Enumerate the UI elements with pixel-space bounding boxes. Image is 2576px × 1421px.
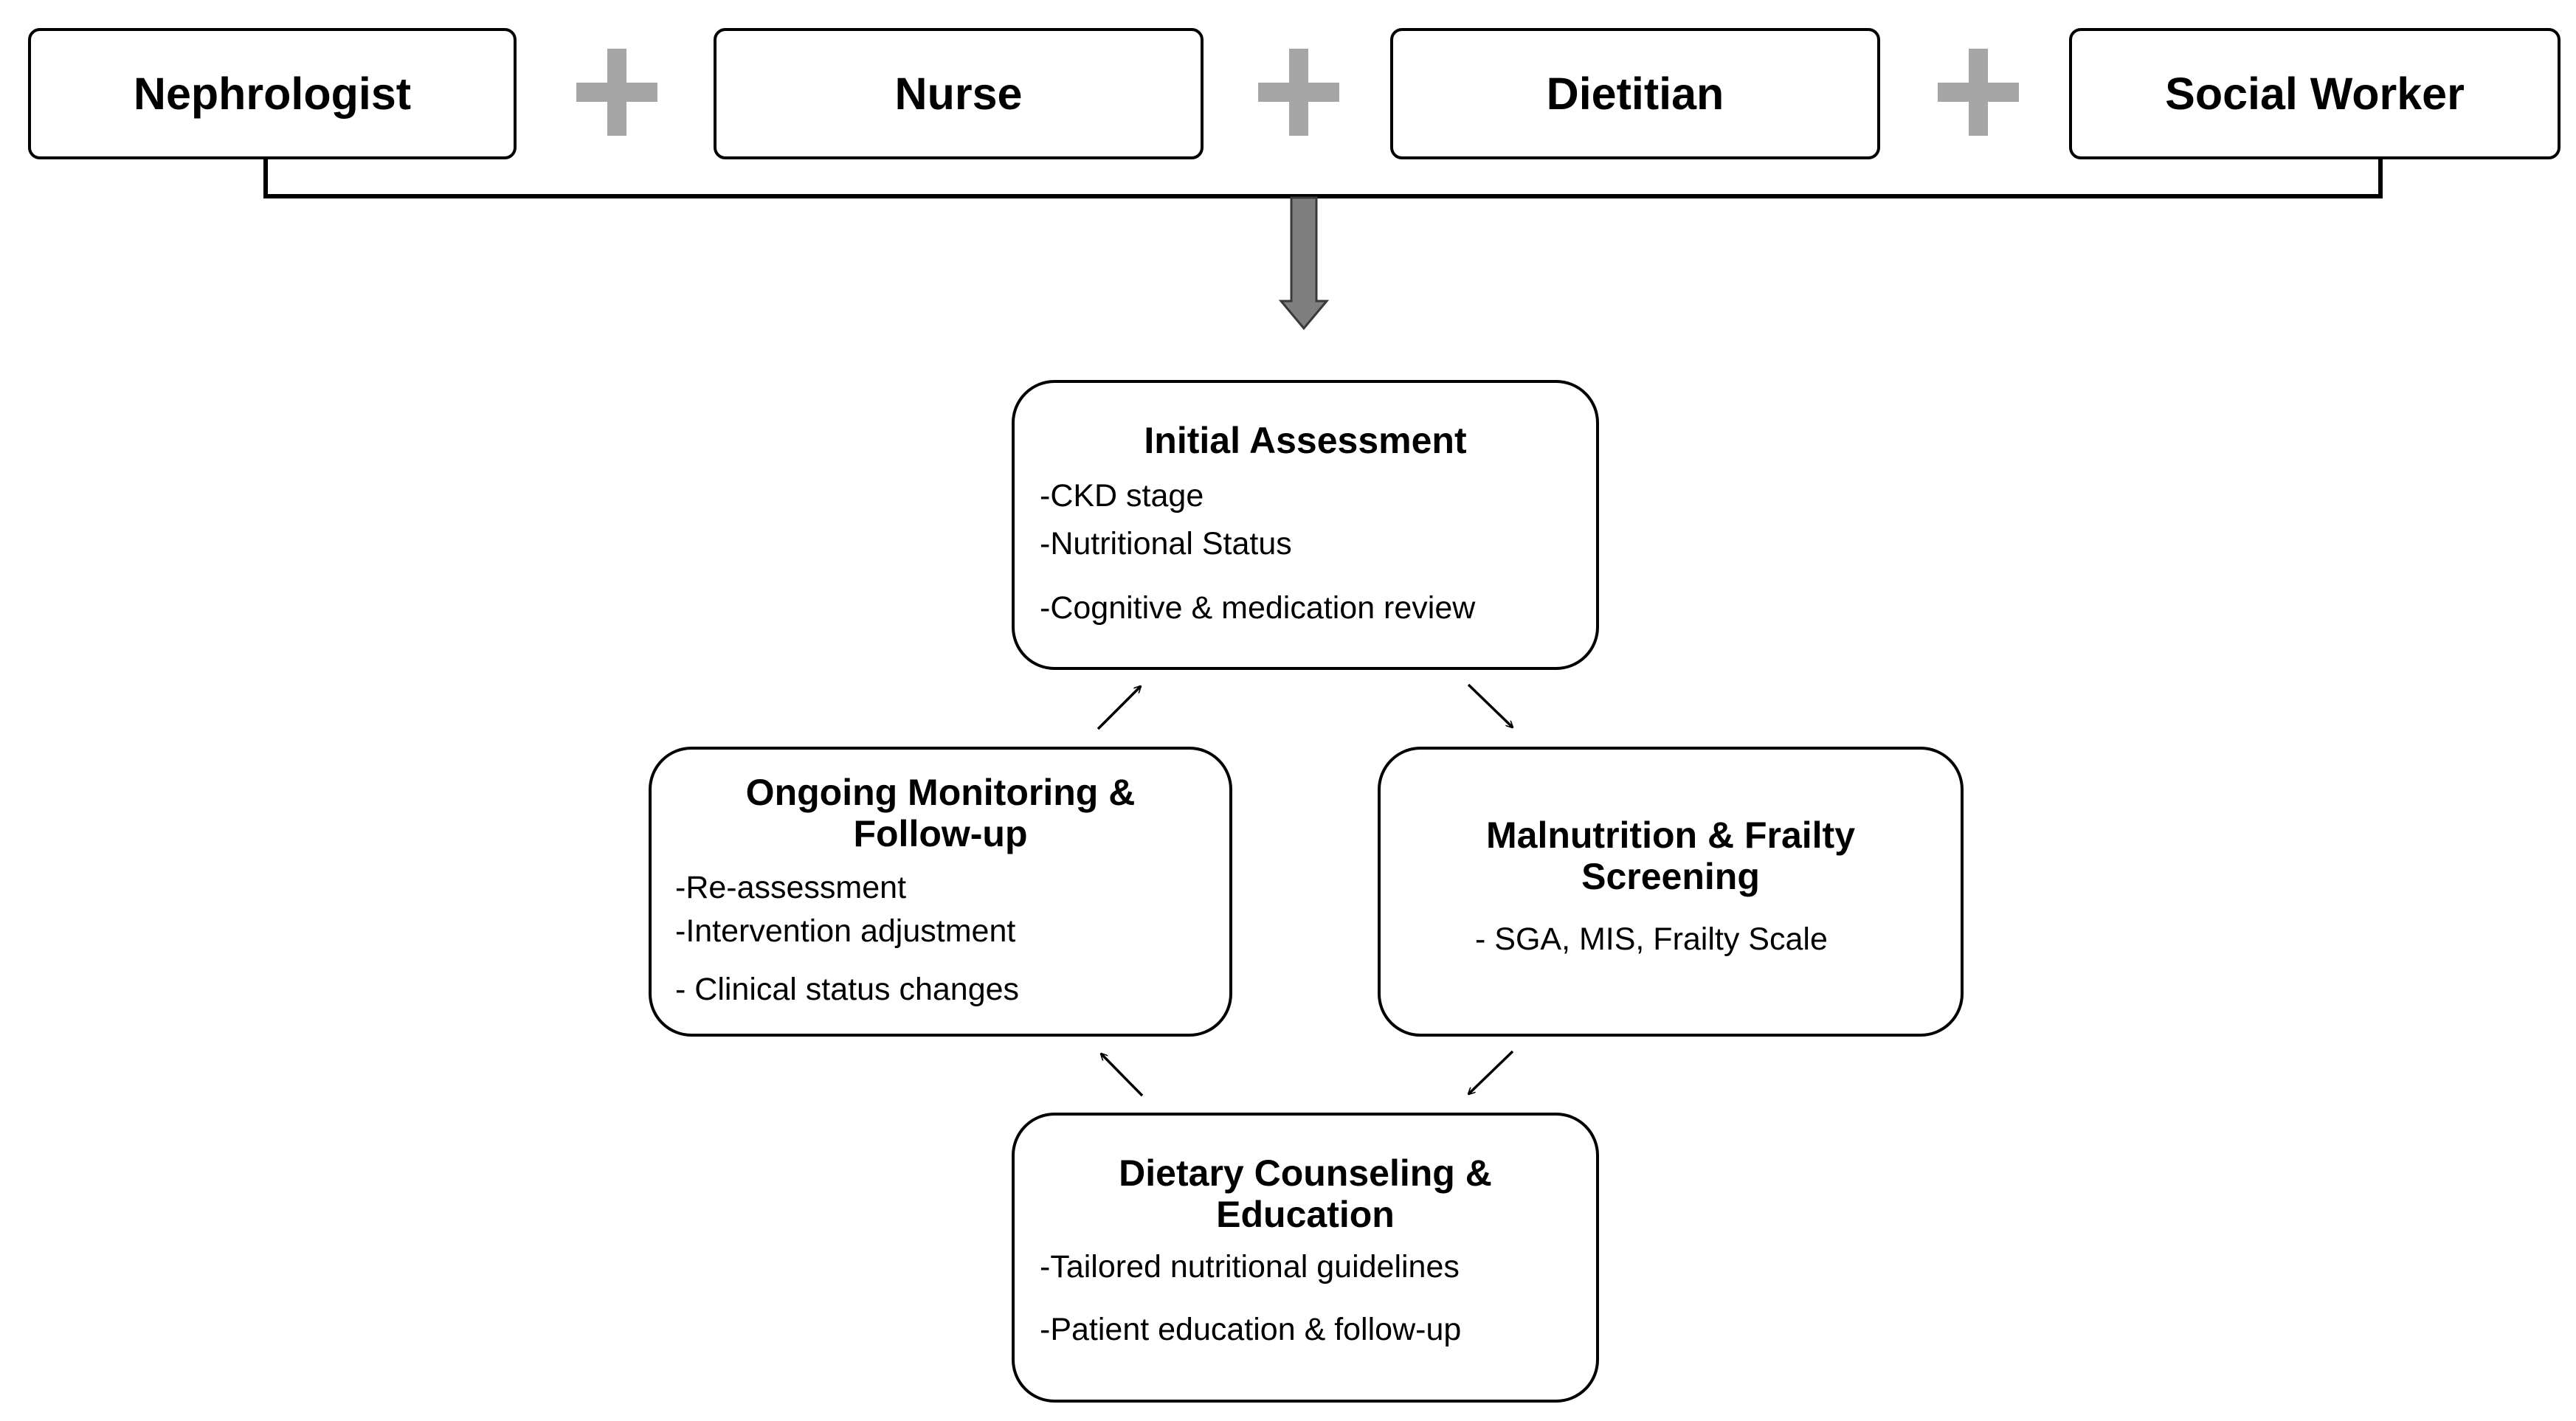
plus-icon xyxy=(576,49,657,136)
step-item: -Cognitive & medication review xyxy=(1040,590,1476,626)
step-item: - SGA, MIS, Frailty Scale xyxy=(1475,922,1828,957)
step-initial-assessment: Initial Assessment -CKD stage -Nutrition… xyxy=(1012,380,1599,670)
role-box-nephrologist: Nephrologist xyxy=(28,28,517,159)
arrow-monitoring-to-assessment xyxy=(1097,686,1141,730)
arrow-counseling-to-monitoring xyxy=(1101,1054,1144,1097)
step-title-line: Screening xyxy=(1581,856,1760,897)
role-box-social-worker: Social Worker xyxy=(2069,28,2561,159)
team-to-assessment-arrow xyxy=(1278,196,1330,331)
step-dietary-counseling: Dietary Counseling & Education -Tailored… xyxy=(1012,1113,1599,1403)
step-title-line: Dietary Counseling & xyxy=(1119,1152,1492,1194)
role-label: Social Worker xyxy=(2165,69,2465,119)
step-title-line: Ongoing Monitoring & xyxy=(745,772,1136,813)
step-malnutrition-screening: Malnutrition & Frailty Screening - SGA, … xyxy=(1378,747,1964,1037)
arrow-assessment-to-screening xyxy=(1467,683,1513,727)
step-title: Initial Assessment xyxy=(1144,420,1467,461)
step-item: -Intervention adjustment xyxy=(675,913,1016,949)
step-title-line: Follow-up xyxy=(853,813,1028,854)
step-item: -Re-assessment xyxy=(675,870,907,905)
role-label: Nurse xyxy=(894,69,1023,119)
role-box-nurse: Nurse xyxy=(714,28,1204,159)
step-title-line: Education xyxy=(1216,1194,1395,1235)
role-label: Dietitian xyxy=(1546,69,1724,119)
arrow-screening-to-counseling xyxy=(1468,1050,1514,1094)
step-item: - Clinical status changes xyxy=(675,972,1020,1007)
step-item: -Tailored nutritional guidelines xyxy=(1040,1249,1460,1285)
step-item: -Patient education & follow-up xyxy=(1040,1312,1462,1347)
step-item: -CKD stage xyxy=(1040,478,1204,514)
plus-icon xyxy=(1938,49,2019,136)
step-title-line: Malnutrition & Frailty xyxy=(1486,815,1855,856)
step-item: -Nutritional Status xyxy=(1040,526,1292,561)
role-label: Nephrologist xyxy=(133,69,412,119)
role-box-dietitian: Dietitian xyxy=(1390,28,1880,159)
step-ongoing-monitoring: Ongoing Monitoring & Follow-up -Re-asses… xyxy=(649,747,1232,1037)
plus-icon xyxy=(1258,49,1339,136)
team-bracket xyxy=(263,158,2383,198)
